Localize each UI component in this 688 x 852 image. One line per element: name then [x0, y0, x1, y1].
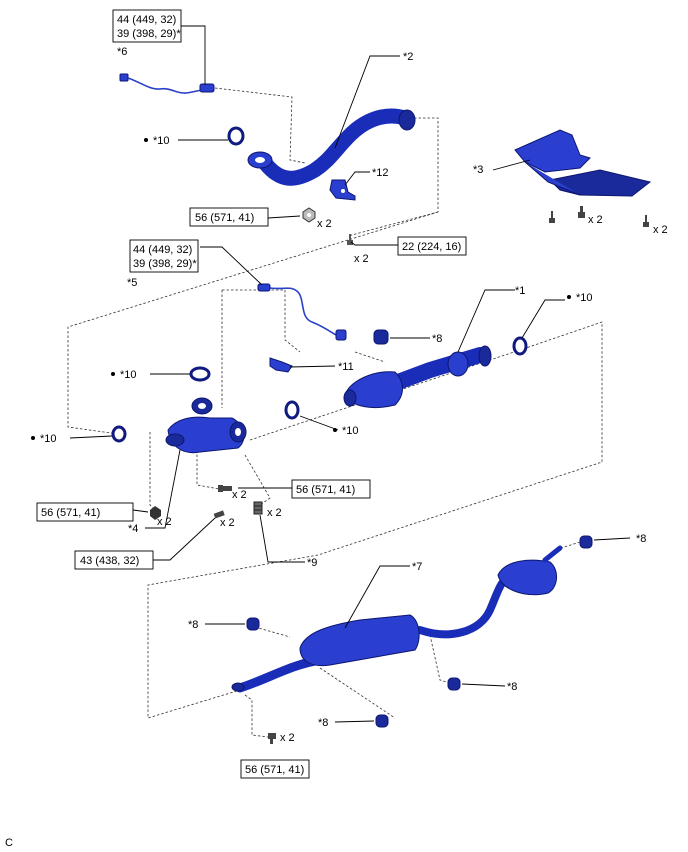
qty-muffler-bolt: x 2 — [280, 732, 295, 744]
bullet-10a — [144, 138, 148, 142]
callout-4: *4 — [128, 523, 138, 535]
svg-text:44 (449, 32): 44 (449, 32) — [133, 244, 192, 256]
gasket-rear-cat — [512, 336, 528, 356]
qty-front-pipe-nut: x 2 — [317, 218, 332, 230]
gasket-lower-left — [111, 425, 127, 443]
torque-box-sensor-a: 44 (449, 32) 39 (398, 29)* — [112, 9, 182, 43]
qty-cover-bolt-b: x 2 — [653, 224, 668, 236]
qty-manifold-bolt: x 2 — [232, 489, 247, 501]
callout-8b: *8 — [636, 533, 646, 545]
manifold-nut — [150, 506, 161, 520]
front-pipe-nut — [302, 207, 316, 223]
stud-bolt — [213, 510, 225, 519]
pipe-bracket — [329, 179, 356, 201]
callout-10a: *10 — [153, 135, 170, 147]
svg-text:44 (449, 32): 44 (449, 32) — [117, 14, 176, 26]
callout-5: *5 — [127, 277, 137, 289]
callout-8e: *8 — [318, 717, 328, 729]
rear-oxygen-sensor — [257, 283, 347, 341]
exhaust-mount-a — [579, 535, 593, 549]
exhaust-manifold-converter — [165, 397, 247, 454]
qty-cover-bolt-a: x 2 — [588, 214, 603, 226]
torque-box-front-pipe-nut: 56 (571, 41) — [189, 207, 269, 227]
under-cover-bolts — [549, 206, 649, 227]
assembly-dashed-lines — [67, 87, 603, 738]
corner-mark: C — [5, 837, 13, 849]
callout-10e: *10 — [40, 433, 57, 445]
torque-box-manifold-bolt: 56 (571, 41) — [291, 479, 371, 499]
svg-text:39 (398, 29)*: 39 (398, 29)* — [117, 28, 181, 40]
callout-10b: *10 — [576, 292, 593, 304]
svg-text:22 (224, 16): 22 (224, 16) — [402, 241, 461, 253]
exhaust-mount-c — [447, 677, 461, 691]
callout-10d: *10 — [342, 425, 359, 437]
gasket-top — [227, 126, 245, 146]
callout-8d: *8 — [507, 681, 517, 693]
leader-lines — [69, 25, 631, 723]
svg-text:43 (438, 32): 43 (438, 32) — [80, 555, 139, 567]
torque-box-sensor-b: 44 (449, 32) 39 (398, 29)* — [129, 239, 199, 273]
callout-6: *6 — [117, 46, 127, 58]
gasket-left — [189, 366, 211, 382]
callout-8a: *8 — [432, 333, 442, 345]
exhaust-mount-b — [246, 617, 260, 631]
front-exhaust-pipe — [247, 108, 416, 186]
svg-text:56 (571, 41): 56 (571, 41) — [245, 764, 304, 776]
qty-bracket-bolt: x 2 — [354, 253, 369, 265]
torque-box-manifold-nut: 56 (571, 41) — [36, 502, 134, 522]
svg-text:56 (571, 41): 56 (571, 41) — [195, 212, 254, 224]
exhaust-mount-d — [375, 714, 389, 728]
qty-stud-bolt: x 2 — [220, 517, 235, 529]
exhaust-mount-upper — [373, 329, 389, 345]
bracket-bolt — [347, 234, 353, 245]
callout-2: *2 — [403, 51, 413, 63]
callout-9: *9 — [307, 557, 317, 569]
torque-box-muffler-bolt: 56 (571, 41) — [240, 759, 310, 779]
callout-11: *11 — [338, 361, 354, 373]
callout-1: *1 — [515, 285, 525, 297]
muffler-bolt — [268, 733, 276, 744]
catalytic-converter — [343, 345, 492, 408]
callout-labels: *6 *2 *10 *12 *3 x 2 x 2 x 2 x 2 *5 *1 *… — [5, 46, 668, 849]
wire-clamp — [269, 357, 293, 373]
tailpipe-muffler-assembly — [231, 545, 563, 693]
callout-8c: *8 — [188, 619, 198, 631]
bullet-10d — [333, 428, 337, 432]
svg-text:56 (571, 41): 56 (571, 41) — [296, 484, 355, 496]
gasket-middle — [284, 400, 300, 420]
callout-10c: *10 — [120, 369, 137, 381]
qty-spring: x 2 — [267, 507, 282, 519]
callout-7: *7 — [412, 561, 422, 573]
bullet-10c — [111, 372, 115, 376]
compression-spring — [253, 501, 263, 515]
qty-manifold-nut: x 2 — [157, 516, 172, 528]
manifold-bolt — [218, 485, 232, 492]
front-oxygen-sensor — [119, 73, 215, 94]
bullet-10b — [567, 295, 571, 299]
torque-box-stud-bolt: 43 (438, 32) — [74, 550, 154, 570]
engine-under-cover — [514, 129, 652, 197]
torque-box-bracket-bolt: 22 (224, 16) — [397, 236, 467, 256]
svg-text:39 (398, 29)*: 39 (398, 29)* — [133, 258, 197, 270]
callout-3: *3 — [473, 164, 483, 176]
callout-12: *12 — [372, 167, 389, 179]
svg-text:56 (571, 41): 56 (571, 41) — [41, 507, 100, 519]
bullet-10e — [31, 436, 35, 440]
